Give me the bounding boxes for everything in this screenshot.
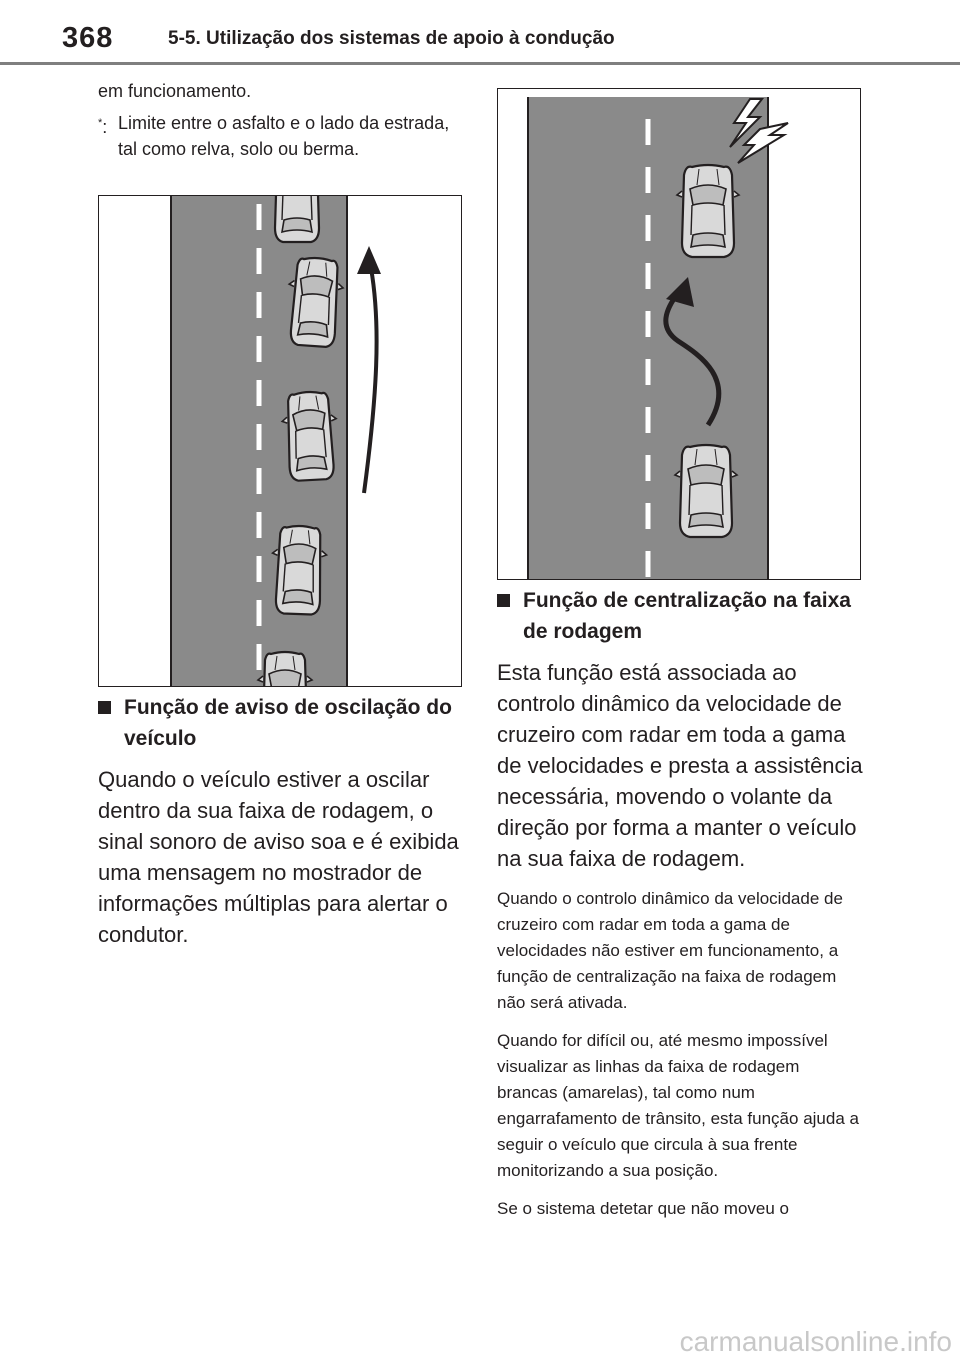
forward-arrow-shaft (362, 267, 379, 494)
car-icon (269, 523, 329, 617)
lane-dash (645, 455, 651, 481)
lane-centering-illustration (497, 88, 861, 580)
note-paragraph: Se o sistema detetar que não moveu o (497, 1199, 790, 1218)
car-icon (675, 163, 741, 259)
lane-dash (256, 292, 262, 318)
centering-road-svg (527, 97, 789, 579)
sway-warning-illustration (98, 195, 462, 687)
lane-dash (645, 407, 651, 433)
sway-warning-body: Quando o veículo estiver a oscilar dentr… (98, 767, 459, 947)
car-icon (673, 443, 739, 539)
footnote-colon: : (102, 117, 108, 137)
lane-dash (256, 468, 262, 494)
centering-arrow-shaft (663, 291, 722, 427)
lane-dashes (256, 204, 262, 670)
footnote-asterisk: * (98, 117, 103, 129)
lane-dash (256, 204, 262, 230)
sway-warning-heading: Função de aviso de oscilação do veículo (124, 696, 452, 750)
lane-dash (256, 380, 262, 406)
lane-dash (645, 215, 651, 241)
section-title: 5-5. Utilização dos sistemas de apoio à … (168, 28, 615, 49)
footnote-text: Limite entre o asfalto e o lado da estra… (118, 113, 450, 159)
sway-road-svg (170, 196, 381, 686)
bullet-square-icon (497, 594, 510, 607)
left-column-section: Função de aviso de oscilação do veículo … (98, 692, 464, 950)
lane-dash (645, 551, 651, 577)
page-header: 368 5-5. Utilização dos sistemas de apoi… (0, 0, 960, 70)
lane-dash (256, 556, 262, 582)
page-number: 368 (62, 22, 114, 54)
forward-arrow-head-icon (357, 246, 381, 274)
left-column-intro: em funcionamento. *: Limite entre o asfa… (98, 78, 464, 162)
lane-dash (256, 600, 262, 626)
section-heading: Função de centralização na faixa de roda… (497, 585, 863, 647)
lane-dash (645, 119, 651, 145)
car-icon (256, 650, 314, 686)
continuation-text: em funcionamento. (98, 81, 252, 101)
header-divider (0, 62, 960, 65)
bullet-square-icon (98, 701, 111, 714)
section-heading: Função de aviso de oscilação do veículo (98, 692, 464, 754)
note-paragraph: Quando for difícil ou, até mesmo impossí… (497, 1031, 859, 1180)
note-paragraph: Quando o controlo dinâmico da velocidade… (497, 889, 843, 1012)
lane-dashes (645, 119, 651, 577)
centering-arrow-head-icon (666, 277, 694, 307)
lane-dash (645, 359, 651, 385)
car-icon (268, 196, 326, 244)
lane-dash (256, 424, 262, 450)
lane-centering-body: Esta função está associada ao controlo d… (497, 660, 863, 871)
lane-dash (256, 248, 262, 274)
right-column-section: Função de centralização na faixa de roda… (497, 585, 863, 1222)
lane-dash (645, 311, 651, 337)
lane-dash (256, 336, 262, 362)
lane-dash (645, 167, 651, 193)
lane-dash (645, 263, 651, 289)
lane-dash (645, 503, 651, 529)
watermark: carmanualsonline.info (679, 1326, 952, 1357)
lane-dash (256, 644, 262, 670)
lane-dash (256, 512, 262, 538)
warning-lightning-icon (737, 122, 789, 164)
lane-centering-heading: Função de centralização na faixa de roda… (523, 589, 851, 643)
footnote: *: Limite entre o asfalto e o lado da es… (98, 110, 464, 162)
warning-lightning-icon (729, 98, 765, 148)
